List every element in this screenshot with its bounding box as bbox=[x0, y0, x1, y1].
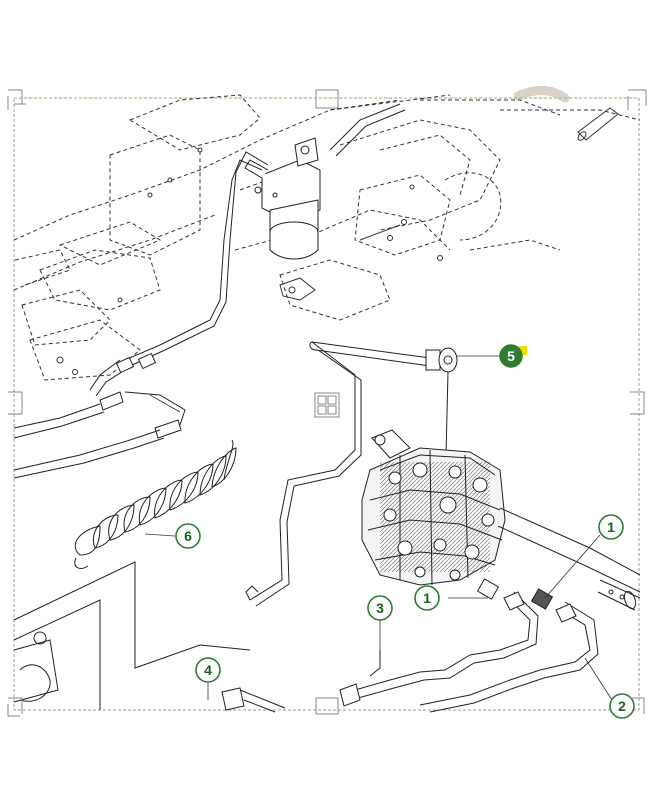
filter-valve-assembly bbox=[244, 137, 321, 260]
line-fittings-left bbox=[99, 352, 182, 439]
chassis-frame bbox=[13, 94, 641, 381]
callout-label: 1 bbox=[607, 519, 615, 535]
highlight-marker bbox=[519, 346, 527, 355]
frame-brackets bbox=[56, 147, 443, 375]
callout-1-left[interactable]: 1 bbox=[414, 585, 440, 611]
selection-corner-icon[interactable] bbox=[7, 697, 23, 717]
selection-frame[interactable] bbox=[13, 97, 640, 711]
callout-label: 2 bbox=[618, 698, 626, 714]
tube-fittings bbox=[221, 578, 577, 711]
selection-corner-icon[interactable] bbox=[7, 89, 26, 110]
shaft-top-right bbox=[577, 107, 619, 141]
coil-spring-part-6 bbox=[74, 439, 237, 569]
callout-1-right[interactable]: 1 bbox=[598, 514, 624, 540]
move-grid-icon[interactable] bbox=[314, 392, 340, 418]
callout-label: 5 bbox=[507, 348, 515, 364]
leader-lines bbox=[144, 355, 613, 701]
hydraulic-tube-part-2 bbox=[419, 601, 599, 713]
callout-4[interactable]: 4 bbox=[195, 657, 221, 683]
callout-2[interactable]: 2 bbox=[609, 693, 635, 719]
hydraulic-tube-part-3 bbox=[354, 591, 539, 699]
callout-label: 1 bbox=[423, 590, 431, 606]
selection-handles[interactable] bbox=[7, 89, 647, 717]
selection-corner-icon[interactable] bbox=[8, 391, 23, 415]
drive-shaft-right bbox=[497, 507, 641, 611]
ghost-fragment bbox=[513, 86, 570, 103]
selection-corner-icon[interactable] bbox=[630, 697, 645, 714]
rod-end-fitting bbox=[425, 347, 458, 456]
hydraulic-valve-block bbox=[361, 429, 506, 586]
callout-label: 4 bbox=[204, 662, 212, 678]
callout-label: 3 bbox=[376, 600, 384, 616]
callout-3[interactable]: 3 bbox=[367, 595, 393, 621]
lower-left-parts bbox=[13, 561, 286, 713]
selection-corner-icon[interactable] bbox=[315, 89, 339, 109]
callout-label: 6 bbox=[184, 528, 192, 544]
selection-corner-icon[interactable] bbox=[627, 89, 647, 110]
selection-corner-icon[interactable] bbox=[315, 697, 339, 715]
callout-5[interactable]: 5 bbox=[499, 344, 527, 368]
hose-left bbox=[13, 391, 186, 479]
callout-6[interactable]: 6 bbox=[175, 523, 201, 549]
selection-corner-icon[interactable] bbox=[630, 391, 645, 415]
hydraulic-lines-upper bbox=[89, 103, 406, 397]
bent-rod bbox=[245, 341, 431, 607]
